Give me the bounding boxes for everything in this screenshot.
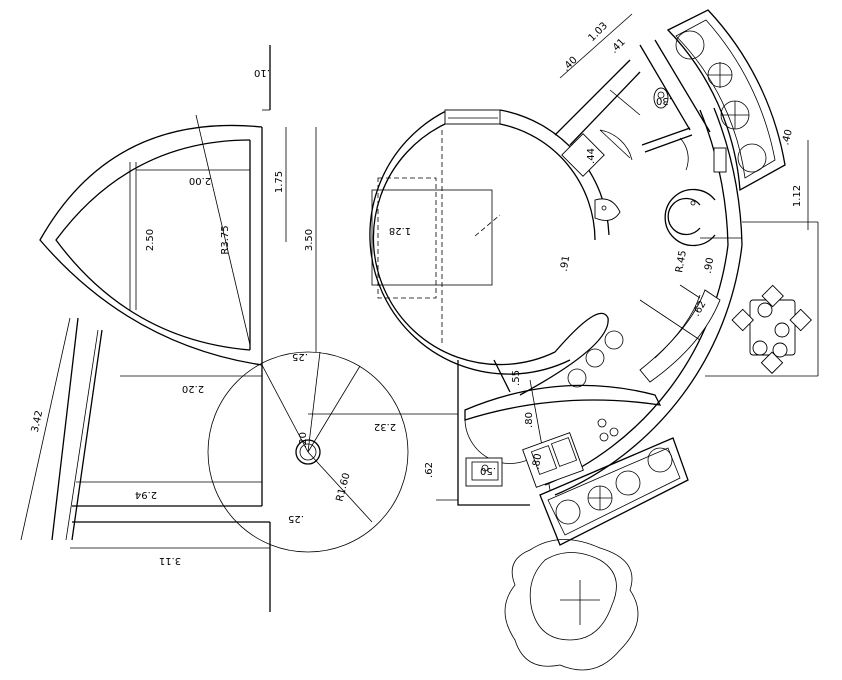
dim-175: 1.75 — [274, 171, 285, 193]
dim-091: .91 — [559, 255, 573, 273]
planter-bottom — [539, 437, 689, 546]
dim-080b: .80 — [531, 453, 545, 471]
dim-250: 2.50 — [145, 229, 156, 251]
dimension-labels: .10 1.75 2.00 2.50 R3.75 3.50 1.28 .25 2… — [30, 20, 803, 566]
dim-200: 2.00 — [189, 175, 211, 186]
dim-342: 3.42 — [30, 409, 45, 433]
planter-top-right — [666, 9, 786, 192]
living-area — [639, 221, 819, 383]
dimension-lines — [20, 13, 809, 549]
bathroom — [554, 39, 716, 247]
lens-room — [39, 114, 263, 366]
dim-040a: .40 — [561, 55, 580, 74]
dim-350: 3.50 — [304, 229, 315, 251]
dim-025a: .25 — [292, 351, 308, 362]
dim-050: .50 — [480, 465, 496, 476]
lower-left-room — [51, 45, 271, 612]
dim-294: 2.94 — [135, 489, 157, 500]
dim-112: 1.12 — [792, 185, 803, 207]
dim-062: .62 — [424, 462, 435, 478]
dim-128: 1.28 — [389, 225, 411, 236]
dim-311: 3.11 — [159, 555, 181, 566]
dim-055: .55 — [511, 370, 522, 386]
dim-020: .20 — [298, 432, 309, 448]
dim-090: .90 — [703, 257, 717, 275]
dim-044: .44 — [586, 148, 597, 164]
dim-r045: R.45 — [674, 250, 689, 274]
dim-010: .10 — [254, 67, 270, 78]
tree — [504, 539, 639, 671]
dim-030: .30 — [656, 95, 672, 106]
dim-040b: .40 — [780, 128, 795, 146]
spiral-stair — [207, 351, 409, 553]
outer-curved-wall — [544, 107, 743, 496]
dim-232: 2.32 — [374, 421, 396, 432]
dim-080a: .80 — [524, 412, 535, 428]
dim-103: 1.03 — [586, 20, 610, 44]
dim-220: 2.20 — [182, 383, 204, 394]
dim-r375: R3.75 — [220, 225, 231, 254]
dim-041: .41 — [609, 37, 628, 56]
kitchen — [457, 312, 662, 506]
dim-025b: .25 — [288, 513, 304, 524]
